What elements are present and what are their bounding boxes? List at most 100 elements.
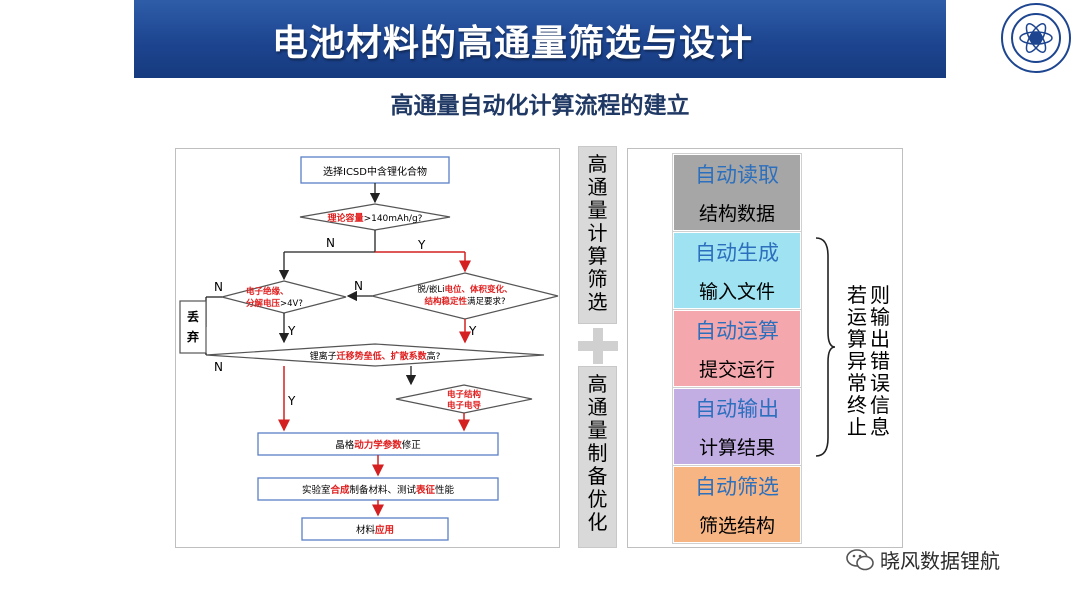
bar-bottom-char: 高 (587, 372, 608, 396)
decision-diffusion (205, 343, 545, 367)
note-char: 异 (847, 349, 867, 373)
bar-top-char: 高 (587, 152, 608, 176)
step-title: 自动运算 (695, 319, 779, 343)
d3-l1-pre: 脱/嵌Li (418, 284, 445, 295)
step-generate: 自动生成 输入文件 (673, 232, 801, 309)
discard-2: 弃 (187, 329, 199, 344)
p2-pre: 实验室 (302, 484, 331, 496)
section-subtitle: 高通量自动化计算流程的建立 (390, 93, 690, 119)
p1-hl: 动力学参数 (354, 439, 402, 451)
step-title: 自动生成 (695, 241, 779, 265)
note-char: 出 (870, 327, 890, 351)
svg-text:脱/嵌Li电位、体积变化、: 脱/嵌Li电位、体积变化、 (418, 284, 513, 295)
step-read: 自动读取 结构数据 (673, 154, 801, 231)
d4-post: 高? (427, 350, 441, 362)
svg-text:锂离子迁移势垒低、扩散系数高?: 锂离子迁移势垒低、扩散系数高? (310, 350, 441, 362)
bar-top-char: 通 (587, 175, 608, 199)
bar-bottom-char: 化 (587, 510, 608, 534)
label-n-1: N (326, 236, 335, 250)
bar-bottom-char: 通 (587, 395, 608, 419)
bar-bottom-char: 量 (587, 418, 608, 442)
decision-potential (371, 272, 559, 320)
process-application (301, 517, 449, 541)
label-y-2: Y (287, 324, 296, 338)
cas-logo-icon (1001, 3, 1071, 73)
label-n-4: N (214, 360, 223, 374)
watermark-text: 晓风数据锂航 (880, 549, 1000, 573)
svg-text:分解电压>4V?: 分解电压>4V? (246, 298, 303, 309)
label-n-3: N (214, 280, 223, 294)
d3-l1-hl: 电位、体积变化、 (444, 284, 512, 295)
d5-line2: 电子电导 (447, 400, 482, 411)
wechat-icon (846, 548, 874, 570)
d2-line2-rest: >4V? (280, 299, 303, 309)
step-subtitle: 输入文件 (698, 281, 775, 303)
note-char: 息 (870, 415, 890, 439)
p2-h2: 表征 (415, 484, 436, 496)
note-char: 若 (847, 283, 867, 307)
discard-1: 丢 (187, 309, 199, 324)
bar-top-char: 算 (587, 244, 608, 268)
note-char: 则 (870, 283, 890, 307)
note-char: 信 (870, 393, 890, 417)
step-screen: 自动筛选 筛选结构 (673, 466, 801, 543)
p2-h1: 合成 (330, 484, 350, 496)
start-box (300, 156, 450, 184)
steps-panel: 自动读取 结构数据 自动生成 输入文件 自动运算 提交运行 自动输出 计算结果 … (627, 148, 903, 548)
label-n-2: N (354, 279, 363, 293)
step-compute: 自动运算 提交运行 (673, 310, 801, 387)
note-char: 算 (847, 327, 867, 351)
p3-pre: 材料 (356, 524, 376, 536)
bar-top-char: 选 (587, 290, 608, 314)
flowchart-panel: 选择ICSD中含锂化合物 理论容量>140mAh/g? N Y 电子绝缘、 分解… (175, 148, 560, 548)
bar-bottom-char: 优 (587, 487, 608, 511)
p1-pre: 晶格 (335, 439, 355, 451)
note-char: 输 (870, 305, 890, 329)
bar-top-char: 计 (587, 221, 608, 245)
svg-text:结构稳定性满足要求?: 结构稳定性满足要求? (424, 296, 505, 307)
svg-text:实验室合成制备材料、测试表征性能: 实验室合成制备材料、测试表征性能 (302, 484, 455, 496)
p2-post: 性能 (435, 484, 455, 496)
bar-top-char: 量 (587, 198, 608, 222)
label-y-1: Y (417, 238, 426, 252)
d1-rest: >140mAh/g? (364, 214, 423, 224)
svg-text:晶格动力学参数修正: 晶格动力学参数修正 (335, 439, 421, 451)
bar-computational-screening: 高 通 量 计 算 筛 选 (578, 146, 617, 324)
step-subtitle: 结构数据 (698, 203, 775, 225)
brace-icon (815, 237, 836, 457)
d3-l2-rest: 满足要求? (467, 296, 506, 307)
step-title: 自动输出 (695, 397, 779, 421)
note-char: 错 (870, 349, 890, 373)
note-char: 终 (847, 393, 867, 417)
svg-text:材料应用: 材料应用 (356, 524, 394, 536)
page-title: 电池材料的高通量筛选与设计 (272, 23, 754, 64)
note-char: 误 (870, 371, 890, 395)
step-subtitle: 筛选结构 (698, 515, 775, 537)
label-y-4: Y (287, 394, 296, 408)
step-output: 自动输出 计算结果 (673, 388, 801, 465)
step-subtitle: 提交运行 (698, 359, 775, 381)
bar-bottom-char: 备 (587, 464, 608, 488)
label-y-3: Y (468, 324, 477, 338)
d3-l2-hl: 结构稳定性 (424, 296, 467, 307)
step-title: 自动筛选 (695, 475, 779, 499)
note-char: 运 (847, 305, 867, 329)
flowchart-svg: 选择ICSD中含锂化合物 理论容量>140mAh/g? N Y 电子绝缘、 分解… (179, 156, 559, 541)
note-col-left: 若 运 算 异 常 终 止 (845, 284, 869, 438)
bar-preparation-optimization: 高 通 量 制 备 优 化 (578, 366, 617, 548)
watermark: 晓风数据锂航 (846, 545, 1000, 574)
p2-mid: 制备材料、测试 (349, 484, 416, 496)
d5-line1: 电子结构 (447, 389, 482, 400)
step-title: 自动读取 (695, 163, 779, 187)
note-char: 常 (847, 371, 867, 395)
bar-top-char: 筛 (587, 267, 608, 291)
discard-box (179, 300, 207, 354)
d1-highlight: 理论容量 (328, 212, 364, 224)
p3-hl: 应用 (375, 524, 394, 536)
header-banner: 电池材料的高通量筛选与设计 (134, 0, 1071, 78)
p1-post: 修正 (402, 439, 422, 451)
svg-text:理论容量>140mAh/g?: 理论容量>140mAh/g? (328, 212, 423, 224)
plus-icon (578, 328, 618, 364)
step-subtitle: 计算结果 (698, 437, 775, 459)
bar-bottom-char: 制 (587, 441, 608, 465)
